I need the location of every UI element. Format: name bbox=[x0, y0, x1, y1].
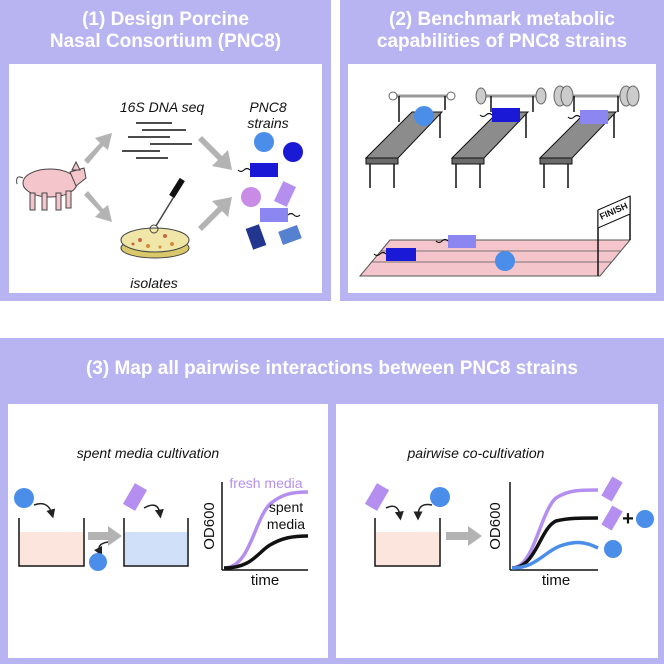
bench-1-icon bbox=[364, 91, 456, 188]
strains-label-line2: strains bbox=[247, 115, 288, 131]
seq-reads-icon bbox=[122, 122, 192, 159]
strains-label-line1: PNC8 bbox=[249, 99, 287, 115]
panel2-title-line1: (2) Benchmark metabolic bbox=[389, 9, 615, 30]
panel2-title: (2) Benchmark metabolic capabilities of … bbox=[340, 9, 664, 53]
spent-media-chart: fresh media spent media OD600 time bbox=[201, 475, 309, 589]
spent-label-line1: spent bbox=[269, 499, 303, 515]
seq-label: 16S DNA seq bbox=[120, 99, 205, 115]
panel1-title-line1: (1) Design Porcine bbox=[82, 9, 249, 30]
coculture-schematic bbox=[364, 483, 482, 567]
panel1-title-line2: Nasal Consortium (PNC8) bbox=[49, 31, 282, 52]
pnc8-strains-icons bbox=[237, 132, 303, 250]
coculture-title: pairwise co-cultivation bbox=[407, 445, 545, 461]
spent-media-schematic bbox=[14, 483, 189, 571]
bench-3-icon bbox=[538, 85, 640, 188]
left-ylabel: OD600 bbox=[201, 502, 218, 550]
right-xlabel: time bbox=[542, 572, 570, 589]
isolates-label: isolates bbox=[130, 275, 177, 291]
panel3-title: (3) Map all pairwise interactions betwee… bbox=[85, 358, 579, 379]
coculture-legend: + bbox=[601, 476, 654, 558]
right-ylabel: OD600 bbox=[487, 502, 504, 550]
bench-2-icon bbox=[450, 87, 547, 188]
swab-icon bbox=[155, 177, 185, 227]
fresh-media-label: fresh media bbox=[229, 475, 302, 491]
panel3-right-content bbox=[336, 404, 658, 658]
gray-arrows-panel1 bbox=[84, 133, 232, 231]
panel2-title-line2: capabilities of PNC8 strains bbox=[376, 31, 628, 52]
panel3-left-content bbox=[8, 404, 328, 658]
left-xlabel: time bbox=[251, 572, 279, 589]
panel1-title: (1) Design Porcine Nasal Consortium (PNC… bbox=[0, 9, 331, 53]
plus-sign: + bbox=[622, 508, 634, 530]
coculture-chart: OD600 time bbox=[487, 482, 599, 589]
spent-label-line2: media bbox=[267, 516, 305, 532]
petri-dish-icon bbox=[120, 224, 190, 259]
race-track-icon: FINISH bbox=[358, 195, 632, 277]
pig-icon bbox=[16, 160, 87, 211]
spent-media-title: spent media cultivation bbox=[77, 445, 220, 461]
